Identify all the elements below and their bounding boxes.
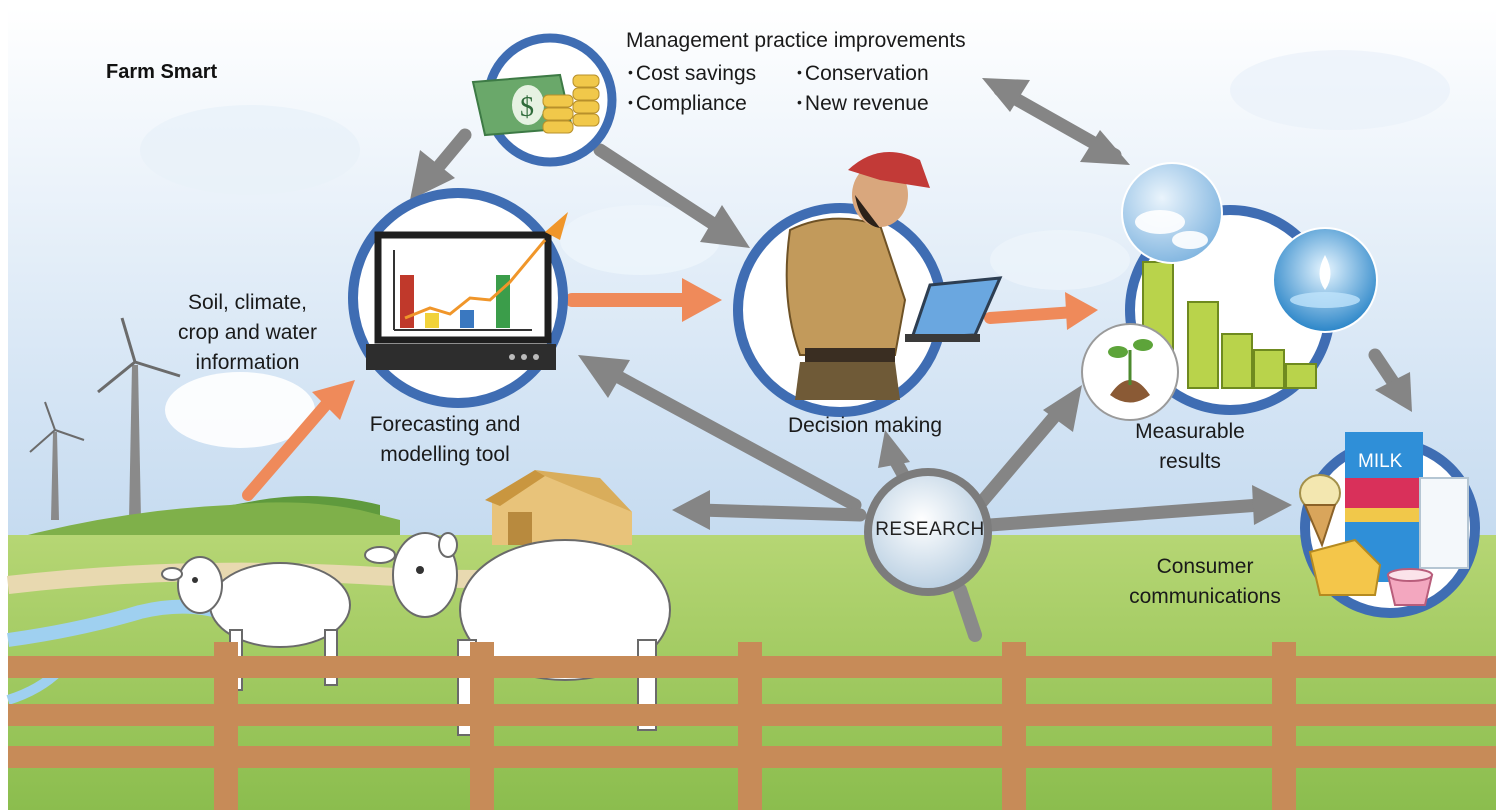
label-measurable-results: Measurable results xyxy=(1135,420,1245,473)
decision-circle xyxy=(733,152,1003,417)
label-decision-making: Decision making xyxy=(787,414,943,437)
barn xyxy=(485,470,632,545)
fence xyxy=(8,642,1496,810)
milk-label: MILK xyxy=(1358,451,1403,472)
bullet-new-revenue: New revenue xyxy=(797,92,929,116)
label-consumer-communications: Consumer communications xyxy=(1129,555,1281,608)
forecasting-circle xyxy=(348,188,568,408)
measurable-circle xyxy=(1081,162,1378,421)
management-title: Management practice improvements xyxy=(626,29,966,52)
research-label: RESEARCH xyxy=(875,519,985,540)
management-circle: $ xyxy=(471,33,617,167)
magnifying-glass-icon xyxy=(864,468,992,642)
label-soil-climate: Soil, climate, crop and water informatio… xyxy=(178,291,317,374)
bullet-conservation: Conservation xyxy=(797,62,929,86)
label-forecasting: Forecasting and modelling tool xyxy=(369,413,521,466)
wind-turbines xyxy=(29,317,181,520)
page-title: Farm Smart xyxy=(106,61,218,83)
grey-arrows xyxy=(433,83,1402,532)
consumer-circle xyxy=(1299,432,1480,618)
cow-small xyxy=(161,556,351,691)
grey-arrowheads xyxy=(410,78,1412,530)
bullet-compliance: Compliance xyxy=(628,92,747,116)
bullet-cost-savings: Cost savings xyxy=(628,62,756,86)
svg-text:$: $ xyxy=(520,92,534,123)
